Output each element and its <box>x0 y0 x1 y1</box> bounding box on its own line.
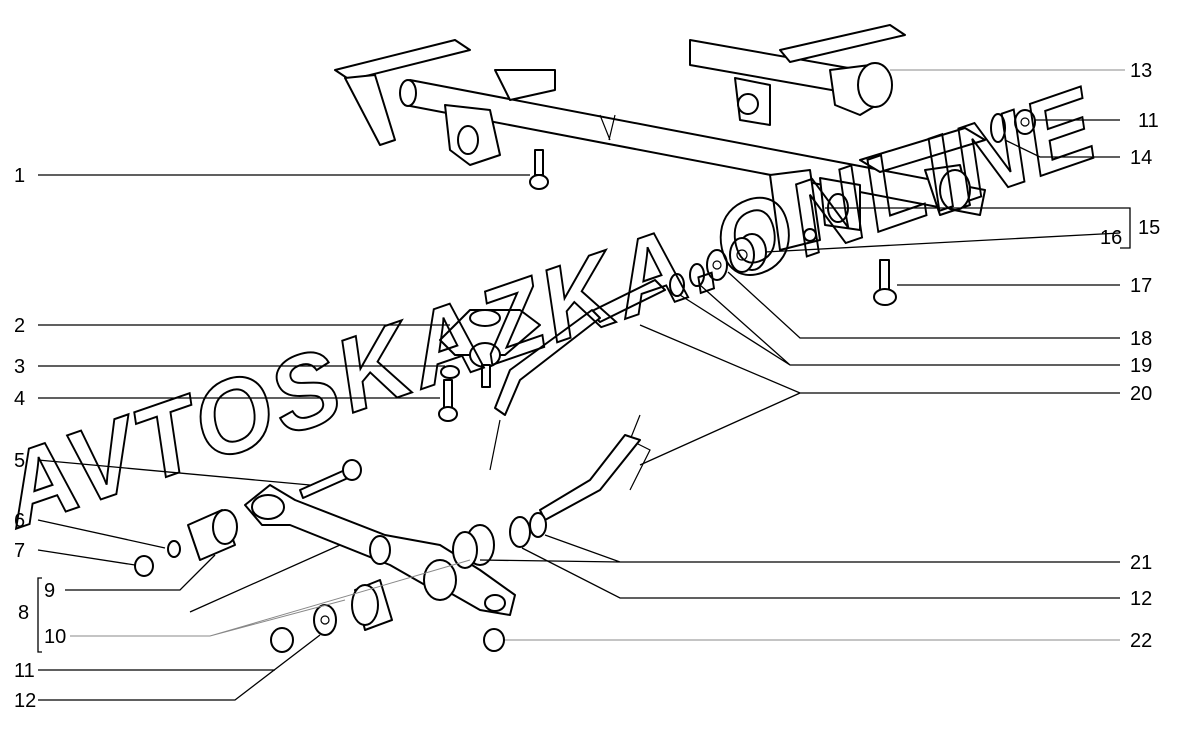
callout-6: 6 <box>14 510 25 532</box>
callout-18: 18 <box>1130 328 1152 350</box>
callout-5: 5 <box>14 450 25 472</box>
callout-11-left: 11 <box>14 660 35 682</box>
bushing-21 <box>452 524 495 569</box>
tie-rod-20 <box>489 279 666 521</box>
washer-14 <box>990 113 1006 143</box>
bracket-13 <box>689 24 906 126</box>
callout-12-left: 12 <box>14 690 36 712</box>
nut-11-lower <box>270 627 294 653</box>
washer-6 <box>167 540 181 558</box>
washer-12-right <box>509 512 547 548</box>
callout-20: 20 <box>1130 383 1152 405</box>
callout-12-right: 12 <box>1130 588 1152 610</box>
bushing-16 <box>729 233 767 273</box>
nut-22 <box>483 628 505 652</box>
ball-joint-2 <box>439 309 541 388</box>
bushing-10 <box>351 579 393 631</box>
washer-3 <box>440 365 460 379</box>
callout-17: 17 <box>1130 275 1152 297</box>
bolt-5 <box>299 459 362 499</box>
callout-21: 21 <box>1130 552 1152 574</box>
washer-18 <box>706 249 728 281</box>
callout-16: 16 <box>1100 227 1122 249</box>
callout-19: 19 <box>1130 355 1152 377</box>
callout-14: 14 <box>1130 147 1152 169</box>
left-bracket <box>334 39 556 166</box>
callout-1: 1 <box>14 165 25 187</box>
leader-lines <box>37 69 1131 701</box>
nut-11-top <box>1014 109 1036 135</box>
lever-8 <box>244 484 516 616</box>
callout-13: 13 <box>1130 60 1152 82</box>
bushing-9 <box>187 509 238 561</box>
callout-15: 15 <box>1138 217 1160 239</box>
washer-12-lower <box>313 604 337 636</box>
callout-11-right: 11 <box>1138 110 1159 132</box>
callout-2: 2 <box>14 315 25 337</box>
bracket-15 <box>769 127 986 251</box>
callout-4: 4 <box>14 388 25 410</box>
callout-9: 9 <box>44 580 55 602</box>
callout-22: 22 <box>1130 630 1152 652</box>
callout-10: 10 <box>44 626 66 648</box>
callout-3: 3 <box>14 356 25 378</box>
bolt-1 <box>529 149 549 190</box>
nut-7 <box>134 555 154 577</box>
watermark: AVTOSKAZKA.ONLINE <box>0 66 1113 551</box>
washer-19 <box>669 263 705 297</box>
callout-7: 7 <box>14 540 25 562</box>
bolt-17 <box>873 259 897 306</box>
callout-8: 8 <box>18 602 29 624</box>
bolt-4 <box>438 379 458 422</box>
